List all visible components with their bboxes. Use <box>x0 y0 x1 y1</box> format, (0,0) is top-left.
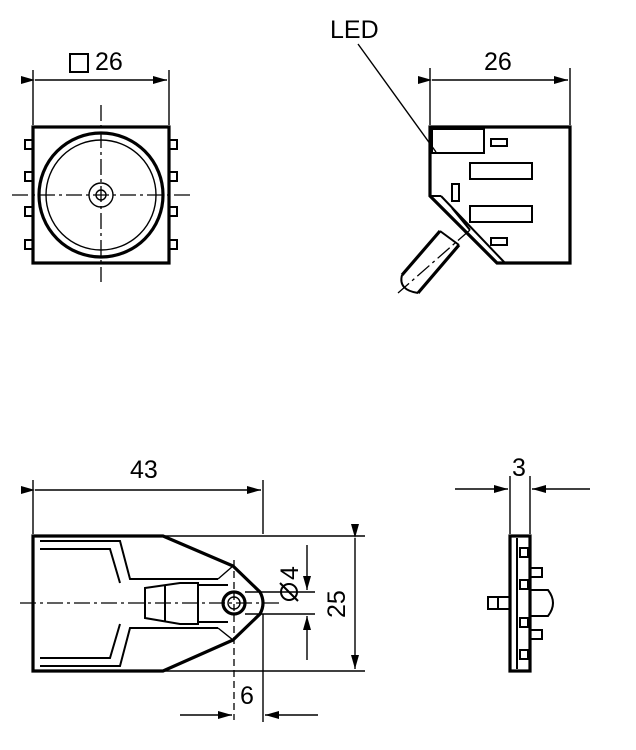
side-view-bevel <box>440 195 506 264</box>
diameter-symbol <box>279 582 299 602</box>
thickness-dimension: 3 <box>455 454 590 534</box>
side-view-slot-small <box>490 138 508 147</box>
led-label: LED <box>330 16 379 44</box>
front-view-width-dimension: 26 <box>21 48 170 125</box>
side-view-cable <box>397 229 471 295</box>
edge-view: 3 <box>455 454 590 673</box>
side-view-width-label: 26 <box>484 48 512 76</box>
edge-view-tabs <box>519 547 529 660</box>
side-view-body <box>428 125 572 265</box>
thickness-label: 3 <box>512 454 526 482</box>
long-view: 43 4 25 6 <box>20 456 365 722</box>
edge-view-knob <box>529 589 554 617</box>
side-view: LED 26 <box>330 16 572 295</box>
side-view-slot-lower <box>469 205 533 223</box>
side-view-led-window <box>431 128 485 154</box>
long-view-body <box>31 534 265 673</box>
long-view-inner-profile <box>40 540 218 667</box>
square-symbol <box>69 53 89 73</box>
front-view-right-tabs <box>168 139 178 250</box>
side-view-width-dimension: 26 <box>418 48 571 125</box>
length-label: 43 <box>130 456 158 484</box>
front-view: 26 <box>12 48 190 282</box>
edge-view-right-tabs <box>529 567 543 640</box>
height-label: 25 <box>323 590 351 618</box>
side-view-slot-upper <box>469 162 533 180</box>
height-dimension: 25 <box>323 524 359 669</box>
front-view-left-tabs <box>24 139 34 250</box>
long-view-taper <box>144 582 199 625</box>
offset-dimension: 6 <box>180 614 318 722</box>
diameter-dimension: 4 <box>276 545 311 660</box>
offset-label: 6 <box>240 682 254 710</box>
side-view-slot-bottom <box>490 237 508 246</box>
led-leader-line <box>357 43 437 153</box>
length-dimension: 43 <box>21 456 264 534</box>
front-view-width-label: 26 <box>95 48 123 76</box>
diameter-label: 4 <box>276 566 304 580</box>
side-view-slot-left <box>451 183 460 202</box>
